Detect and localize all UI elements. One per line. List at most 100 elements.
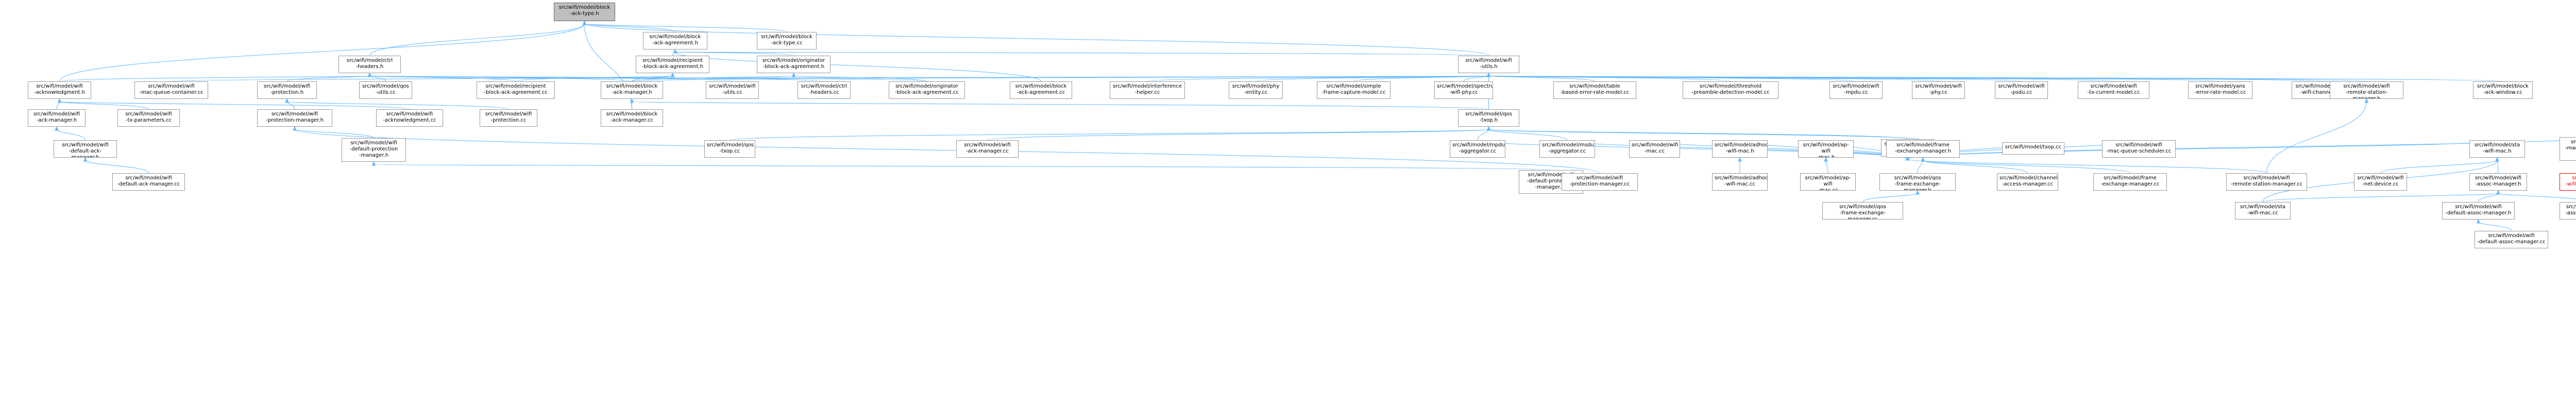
node-psdu-cc[interactable]: src/wifi/model/wifi -psdu.cc <box>1995 81 2048 99</box>
node-block-ack-manager-cc[interactable]: src/wifi/model/block -ack-manager.cc <box>601 109 663 127</box>
node-ctrl-headers-cc[interactable]: src/wifi/model/ctrl -headers.cc <box>798 81 851 99</box>
node-qos-utils-cc[interactable]: src/wifi/model/qos -utils.cc <box>359 81 412 99</box>
node-mac-queue-sched-impl-h[interactable]: src/wifi/model/wifi -mac-queue-scheduler… <box>2560 137 2576 161</box>
edge-default_ack_manager_h-to-ack_manager_h2 <box>56 129 86 141</box>
node-ap-cc[interactable]: src/wifi/model/ap-wifi -mac.cc <box>1800 173 1856 191</box>
node-default-assoc-h[interactable]: src/wifi/model/wifi -default-assoc-manag… <box>2442 202 2515 220</box>
edge-frame_exch_cc-to-frame_exch_h <box>1923 160 2130 174</box>
edge-acknowledgment_cc-to-ack_manager_h <box>59 101 410 110</box>
edge-assoc_manager_h-to-sta_h <box>2497 160 2499 174</box>
edge-tx_params_cc-to-ack_manager_h <box>59 101 149 110</box>
node-simple-frame-cc[interactable]: src/wifi/model/simple -frame-capture-mod… <box>1317 81 1391 99</box>
node-sta-h[interactable]: src/wifi/model/sta -wifi-mac.h <box>2469 140 2525 158</box>
edge-frame_exch_h-to-qos_txop_h <box>1488 129 1923 141</box>
node-wifi-mac-cc[interactable]: src/wifi/model/wifi -mac.cc <box>1629 140 1680 158</box>
node-assoc-manager-cc[interactable]: src/wifi/model/wifi -assoc-manager.cc <box>2560 202 2576 220</box>
edge-arrow-qos_txop_h-to-block_ack_manager_h <box>630 98 634 103</box>
node-adhoc-cc[interactable]: src/wifi/model/adhoc -wifi-mac.cc <box>1712 173 1768 191</box>
node-block-type-cc[interactable]: src/wifi/model/block -ack-type.cc <box>757 32 817 49</box>
edge-recipient_cc-to-recipient_h <box>515 75 673 82</box>
edge-ctrl_headers_h-to-root <box>369 23 585 56</box>
edge-arrow-default_ack_manager_cc-to-default_ack_manager_h <box>83 157 88 162</box>
edge-arrow-ap_cc-to-ap_h <box>1824 157 1828 162</box>
edge-qos_txop_h-to-block_ack_manager_h <box>632 101 1489 110</box>
node-tx-params-cc[interactable]: src/wifi/model/wifi -tx-parameters.cc <box>117 109 180 127</box>
node-interference-h[interactable]: src/wifi/model/interference -helper.cc <box>1110 81 1185 99</box>
node-rsm-h[interactable]: src/wifi/model/wifi -remote-station-mana… <box>2330 81 2403 99</box>
node-txop-cc[interactable]: src/wifi/model/txop.cc <box>2002 142 2064 155</box>
node-net-device-cc[interactable]: src/wifi/model/wifi -net-device.cc <box>2354 173 2407 191</box>
edge-default_protection_cc-to-default_protection_h <box>374 164 1551 171</box>
edge-arrow-rsm_cc-to-rsm_h <box>2364 98 2369 103</box>
node-ack-manager-h2[interactable]: src/wifi/model/wifi -ack-manager.h <box>28 109 86 127</box>
node-agreement-cc[interactable]: src/wifi/model/block -ack-agreement.cc <box>1010 81 1072 99</box>
node-default-protection-cc[interactable]: src/wifi/model/wifi -default-protection … <box>1519 170 1583 194</box>
node-originator-cc[interactable]: src/wifi/model/originator -block-ack-agr… <box>889 81 965 99</box>
node-rsm-cc[interactable]: src/wifi/model/wifi -remote-station-mana… <box>2226 173 2307 191</box>
node-tx-current-cc[interactable]: src/wifi/model/wifi -tx-current-model.cc <box>2078 81 2149 99</box>
edge-utils_h-to-agreement_h <box>675 52 1489 56</box>
edge-arrow-protection_cc-to-protection_h <box>285 98 289 103</box>
node-protection-manager-cc[interactable]: src/wifi/model/wifi -protection-manager.… <box>1562 173 1638 191</box>
node-root[interactable]: src/wifi/model/block -ack-type.h <box>554 3 615 21</box>
node-spectrum-cc[interactable]: src/wifi/model/spectrum -wifi-phy.cc <box>1434 81 1493 99</box>
edge-arrow-adhoc_cc-to-adhoc_h <box>1738 157 1742 162</box>
edge-arrow-block_ack_manager_h-to-recipient_h <box>670 72 675 77</box>
node-qos-txop-h[interactable]: src/wifi/model/qos -txop.h <box>1458 109 1519 127</box>
edge-arrow-sta_cc-to-assoc_manager_h <box>2496 190 2500 195</box>
node-mac-queue-sched-cc[interactable]: src/wifi/model/wifi -mac-queue-scheduler… <box>2102 140 2176 158</box>
node-channel-access-cc[interactable]: src/wifi/model/channel -access-manager.c… <box>1997 173 2058 191</box>
node-block-window-cc[interactable]: src/wifi/model/block -ack-window.cc <box>2473 81 2533 99</box>
node-threshold-cc[interactable]: src/wifi/model/threshold -preamble-detec… <box>1683 81 1778 99</box>
node-assoc-manager-h[interactable]: src/wifi/model/wifi -assoc-manager.h <box>2469 173 2527 191</box>
edge-arrow-acknowledgment_cc-to-ack_manager_h <box>57 98 62 103</box>
edge-default_assoc_cc-to-default_assoc_h <box>2478 222 2512 231</box>
edge-protection_cc-to-protection_h <box>286 101 509 110</box>
node-utils-h[interactable]: src/wifi/model/wifi -utils.h <box>1458 56 1519 73</box>
node-msdu-agg-cc[interactable]: src/wifi/model/msdu -aggregator.cc <box>1539 140 1595 158</box>
node-mpdu-cc[interactable]: src/wifi/model/wifi -mpdu.cc <box>1829 81 1883 99</box>
node-protection-h[interactable]: src/wifi/model/wifi -protection.h <box>257 81 317 99</box>
node-frame-exch-h[interactable]: src/wifi/model/frame -exchange-manager.h <box>1886 140 1960 158</box>
edge-arrow-block_ack_manager_h-to-originator_h <box>791 72 796 77</box>
node-acknowledgment-h2[interactable]: src/wifi/model/wifi -acknowledgment.h <box>28 81 91 99</box>
node-block-ack-manager-h[interactable]: src/wifi/model/block -ack-manager.h <box>601 81 663 99</box>
node-sta-cc[interactable]: src/wifi/model/sta -wifi-mac.cc <box>2235 202 2291 220</box>
node-qos-txop-cc[interactable]: src/wifi/model/qos -txop.cc <box>704 140 755 158</box>
node-default-assoc-cc[interactable]: src/wifi/model/wifi -default-assoc-manag… <box>2475 231 2548 248</box>
node-protection-cc[interactable]: src/wifi/model/wifi -protection.cc <box>480 109 537 127</box>
node-mpdu-agg-cc[interactable]: src/wifi/model/mpdu -aggregator.cc <box>1450 140 1505 158</box>
node-default-ack-manager-h[interactable]: src/wifi/model/wifi -default-ack-manager… <box>54 140 117 158</box>
edge-ack_manager_cc-to-qos_txop_h <box>987 129 1489 141</box>
node-recipient-h[interactable]: src/wifi/model/recipient -block-ack-agre… <box>636 56 709 73</box>
edge-agreement_h-to-root <box>584 23 675 32</box>
edge-arrow-rsm_h-to-utils_h <box>1486 72 1491 77</box>
node-default-ack-manager-cc[interactable]: src/wifi/model/wifi -default-ack-manager… <box>112 173 185 191</box>
node-adhoc-h[interactable]: src/wifi/model/adhoc -wifi-mac.h <box>1712 140 1768 158</box>
edge-table_err_cc-to-utils_h <box>1488 75 1595 82</box>
node-ack-manager-cc[interactable]: src/wifi/model/wifi -ack-manager.cc <box>956 140 1019 158</box>
node-originator-h[interactable]: src/wifi/model/originator -block-ack-agr… <box>757 56 831 73</box>
node-mac-queue-container-cc[interactable]: src/wifi/model/wifi -mac-queue-container… <box>134 81 208 99</box>
node-yans-err-cc[interactable]: src/wifi/model/yans -error-rate-model.cc <box>2188 81 2252 99</box>
node-ap-h[interactable]: src/wifi/model/ap-wifi -mac.h <box>1798 140 1854 158</box>
node-agreement-h[interactable]: src/wifi/model/block -ack-agreement.h <box>643 32 707 49</box>
node-phy-entity-cc[interactable]: src/wifi/model/phy -entity.cc <box>1229 81 1283 99</box>
node-ctrl-headers-h[interactable]: src/wifi/model/ctrl -headers.h <box>338 56 401 73</box>
node-qos-frame-exch-h[interactable]: src/wifi/model/qos -frame-exchange-manag… <box>1879 173 1956 191</box>
edge-threshold_cc-to-utils_h <box>1488 75 1731 82</box>
node-qos-frame-exch-cc[interactable]: src/wifi/model/qos -frame-exchange-manag… <box>1822 202 1903 220</box>
edge-arrow-rsm_cc-to-wifi_mac_h <box>1905 156 1910 161</box>
node-recipient-cc[interactable]: src/wifi/model/recipient -block-ack-agre… <box>477 81 555 99</box>
node-default-protection-h[interactable]: src/wifi/model/wifi -default-protection … <box>342 138 406 162</box>
node-frame-exch-cc[interactable]: src/wifi/model/frame -exchange-manager.c… <box>2093 173 2167 191</box>
edge-default_ack_manager_cc-to-default_ack_manager_h <box>85 160 149 174</box>
node-acknowledgment-cc[interactable]: src/wifi/model/wifi -acknowledgment.cc <box>376 109 443 127</box>
node-table-err-cc[interactable]: src/wifi/model/table -based-error-rate-m… <box>1553 81 1636 99</box>
node-protection-manager-h[interactable]: src/wifi/model/wifi -protection-manager.… <box>257 109 332 127</box>
node-utils-cc[interactable]: src/wifi/model/wifi -utils.cc <box>706 81 759 99</box>
edge-qos_frame_exch_h-to-frame_exch_h <box>1917 160 1923 174</box>
edge-qos_frame_exch_cc-to-qos_frame_exch_h <box>1862 193 1918 203</box>
node-fcfs-h[interactable]: src/wifi/model/fcfs -wifi-queue-schedule… <box>2560 173 2576 191</box>
node-phy-cc[interactable]: src/wifi/model/wifi -phy.cc <box>1912 81 1965 99</box>
